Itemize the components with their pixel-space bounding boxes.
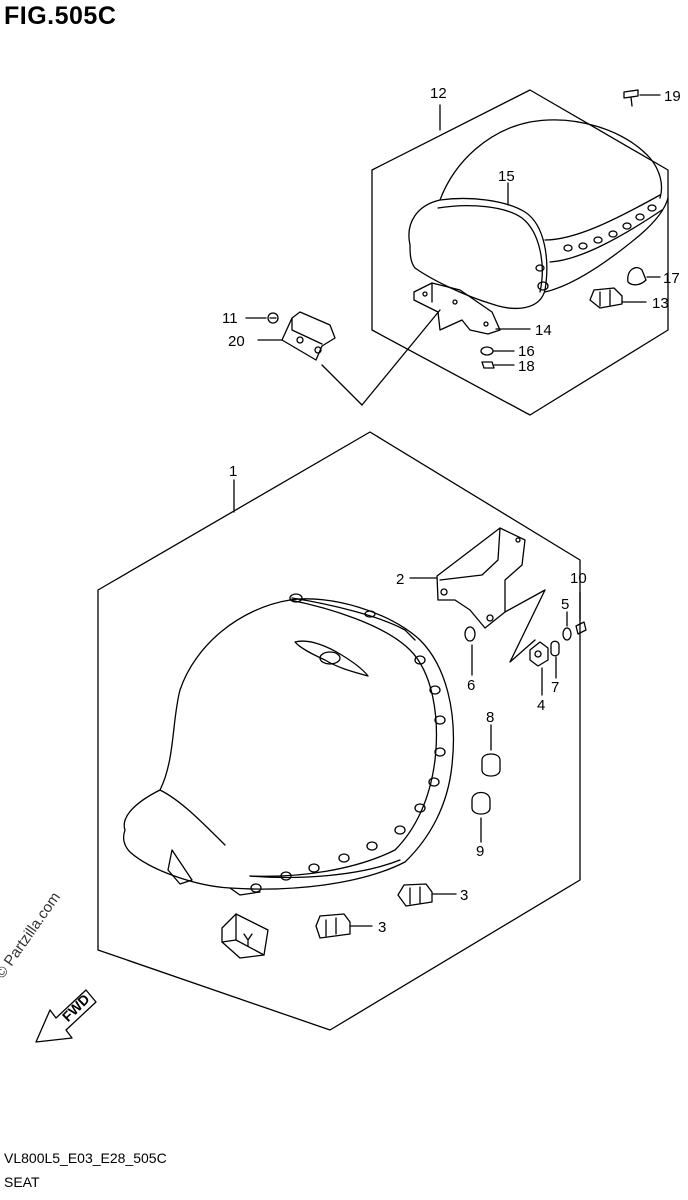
callout-4: 4 bbox=[537, 697, 545, 714]
callout-13: 13 bbox=[652, 295, 669, 312]
callout-14: 14 bbox=[535, 322, 552, 339]
seat-emblem bbox=[294, 640, 369, 677]
connector-line-b bbox=[361, 309, 441, 406]
washer-16 bbox=[480, 346, 494, 356]
callout-8: 8 bbox=[486, 709, 494, 726]
seat-assembly-frame bbox=[97, 431, 581, 1031]
callout-10: 10 bbox=[570, 570, 587, 587]
pillion-bracket bbox=[413, 282, 501, 335]
callout-15: 15 bbox=[498, 168, 515, 185]
callout-17: 17 bbox=[663, 270, 680, 287]
callout-20: 20 bbox=[228, 333, 245, 350]
callout-7: 7 bbox=[551, 679, 559, 696]
cushion-9 bbox=[471, 791, 491, 815]
cushion-3-lower bbox=[315, 913, 351, 939]
tag-box bbox=[221, 913, 269, 959]
connector-zigzag bbox=[504, 589, 546, 663]
washer-6 bbox=[464, 626, 476, 642]
screw-19 bbox=[623, 89, 639, 107]
fwd-arrow-icon bbox=[35, 989, 97, 1043]
cap-17 bbox=[627, 267, 647, 286]
callout-2: 2 bbox=[396, 571, 404, 588]
main-seat bbox=[123, 593, 455, 896]
callout-1: 1 bbox=[229, 463, 237, 480]
callout-3: 3 bbox=[460, 887, 468, 904]
callout-16: 16 bbox=[518, 343, 535, 360]
nut-10 bbox=[575, 621, 587, 635]
callout-3: 3 bbox=[378, 919, 386, 936]
callout-6: 6 bbox=[467, 677, 475, 694]
washer-5 bbox=[562, 627, 572, 641]
pillion-seat bbox=[408, 119, 669, 310]
callout-9: 9 bbox=[476, 843, 484, 860]
bracket-20 bbox=[281, 311, 336, 361]
bolt-11 bbox=[267, 312, 279, 324]
collar-7 bbox=[550, 640, 560, 657]
nut-18 bbox=[481, 361, 495, 369]
pillion-seat-assembly-frame bbox=[371, 89, 669, 416]
cushion-3-upper bbox=[397, 883, 433, 907]
figure-title: FIG.505C bbox=[4, 2, 117, 30]
bracket-2 bbox=[436, 527, 526, 629]
connector-line-a bbox=[321, 364, 363, 406]
figure-name: SEAT bbox=[4, 1174, 40, 1190]
callout-19: 19 bbox=[664, 88, 681, 105]
callout-11: 11 bbox=[222, 310, 238, 327]
callout-18: 18 bbox=[518, 358, 535, 375]
figure-code: VL800L5_E03_E28_505C bbox=[4, 1150, 167, 1166]
callout-12: 12 bbox=[430, 85, 447, 102]
callout-5: 5 bbox=[561, 596, 569, 613]
cushion-8 bbox=[481, 753, 501, 777]
cushion-13 bbox=[589, 287, 623, 309]
grommet-4 bbox=[529, 641, 549, 667]
